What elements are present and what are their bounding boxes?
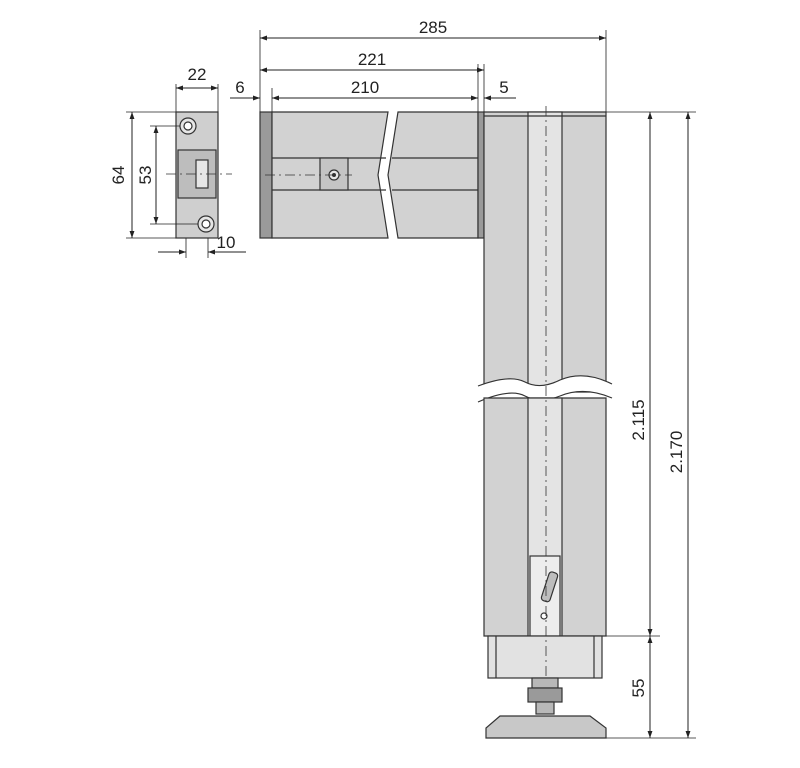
arm-joint [477,111,485,239]
dim-foot-height: 55 [629,679,648,698]
vertical-column [477,106,613,680]
leveling-foot [485,677,607,739]
column-break [478,375,612,402]
dim-bracket-height: 64 [109,166,128,185]
horizontal-arm [259,111,485,239]
bracket-hole-bottom-inner [201,219,211,229]
dim-overall-width: 285 [419,18,447,37]
foot-base [485,715,607,739]
bracket-dimensions: 22 64 53 10 [109,65,246,258]
right-dimensions: 2.115 55 2.170 [606,111,696,739]
column-base-sleeve [487,635,603,679]
bracket-hole-top-inner [183,121,193,131]
dim-column-height: 2.115 [629,399,648,440]
dim-gap: 5 [499,78,508,97]
column-adjust-lever [540,571,559,603]
dim-bracket-width: 22 [188,65,207,84]
top-dimensions: 285 221 210 6 5 [230,18,607,112]
dim-bracket-hole-spacing: 53 [136,166,155,185]
dim-arm-width: 221 [358,50,386,69]
dim-end-cap: 6 [235,78,244,97]
foot-nut [527,687,563,703]
mounting-bracket [166,111,232,239]
arm-body-right [387,111,479,239]
dim-overall-height: 2.170 [667,431,686,474]
dim-bracket-depth: 10 [217,233,236,252]
dim-arm-inner: 210 [351,78,379,97]
